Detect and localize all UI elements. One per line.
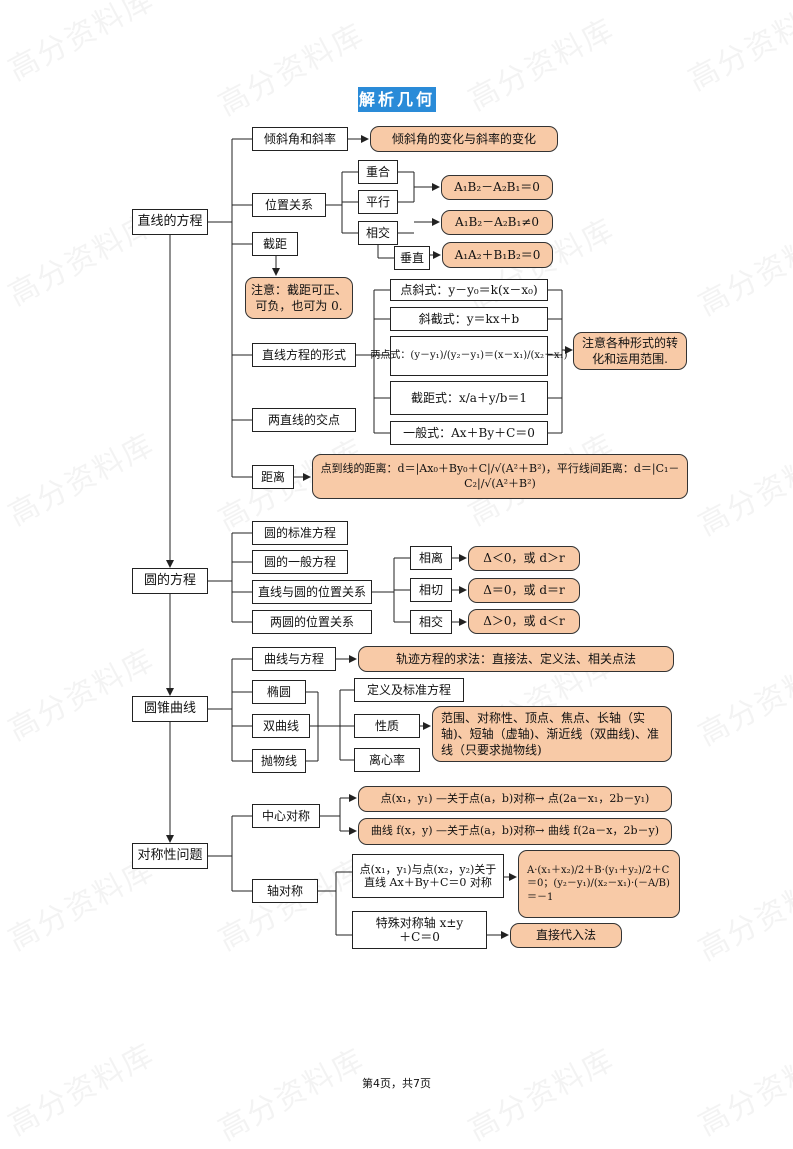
node-properties: 性质 xyxy=(354,714,420,738)
page-title: 解析几何 xyxy=(358,87,436,112)
node-circle-standard: 圆的标准方程 xyxy=(252,521,348,545)
node-line-forms: 直线方程的形式 xyxy=(252,343,356,367)
node-line-circle: 直线与圆的位置关系 xyxy=(252,580,372,604)
note-intercept: 注意：截距可正、可负，也可为 0. xyxy=(245,277,353,319)
node-intersect: 相交 xyxy=(358,221,398,245)
connector-lines xyxy=(166,135,573,939)
node-special-axis: 特殊对称轴 x±y＋C＝0 xyxy=(352,911,487,949)
root-line-equation: 直线的方程 xyxy=(132,209,208,235)
node-definition: 定义及标准方程 xyxy=(354,678,464,702)
form-two-point: 两点式：(y－y₁)/(y₂－y₁)＝(x－x₁)/(x₂－x₁) xyxy=(370,336,568,376)
node-coincide: 重合 xyxy=(358,160,398,184)
page-footer: 第4页，共7页 xyxy=(362,1077,431,1090)
root-symmetry: 对称性问题 xyxy=(132,843,208,869)
note-perpendicular-condition: A₁A₂＋B₁B₂＝0 xyxy=(442,242,553,268)
note-trajectory-methods: 轨迹方程的求法：直接法、定义法、相关点法 xyxy=(358,646,674,672)
node-cross: 相交 xyxy=(410,610,452,634)
node-curve-equation: 曲线与方程 xyxy=(252,647,336,671)
note-cross-condition: Δ＞0，或 d＜r xyxy=(468,609,580,634)
node-perpendicular: 垂直 xyxy=(394,246,430,270)
node-separate: 相离 xyxy=(410,546,452,570)
note-direct-substitution: 直接代入法 xyxy=(510,923,622,948)
note-tangent-condition: Δ＝0，或 d＝r xyxy=(468,578,580,603)
note-properties: 范围、对称性、顶点、焦点、长轴（实轴)、短轴（虚轴)、渐近线（双曲线)、准线（只… xyxy=(432,706,672,762)
node-parallel: 平行 xyxy=(358,190,398,214)
root-conic: 圆锥曲线 xyxy=(132,696,208,722)
node-parabola: 抛物线 xyxy=(252,749,306,773)
form-point-slope: 点斜式：y－y₀＝k(x－x₀) xyxy=(390,279,548,301)
note-central-curve: 曲线 f(x，y) —关于点(a，b)对称→ 曲线 f(2a－x，2b－y) xyxy=(358,818,672,845)
note-parallel-condition: A₁B₂－A₂B₁＝0 xyxy=(441,175,553,200)
node-distance: 距离 xyxy=(252,465,294,489)
node-central-symmetry: 中心对称 xyxy=(252,804,320,828)
node-circle-general: 圆的一般方程 xyxy=(252,550,348,574)
node-axial-symmetry: 轴对称 xyxy=(252,879,318,903)
node-tangent: 相切 xyxy=(410,578,452,602)
node-intersection-point: 两直线的交点 xyxy=(252,408,356,432)
node-position: 位置关系 xyxy=(252,193,326,217)
note-intersect-condition: A₁B₂－A₂B₁≠0 xyxy=(441,210,553,235)
node-incline-slope: 倾斜角和斜率 xyxy=(252,127,348,151)
root-circle-equation: 圆的方程 xyxy=(132,568,208,594)
node-ellipse: 椭圆 xyxy=(252,680,306,704)
note-central-point: 点(x₁，y₁) —关于点(a，b)对称→ 点(2a－x₁，2b－y₁) xyxy=(358,786,672,812)
node-two-circles: 两圆的位置关系 xyxy=(252,610,372,634)
node-axial-points: 点(x₁，y₁)与点(x₂，y₂)关于直线 Ax＋By＋C＝0 对称 xyxy=(352,854,504,898)
note-axial-system: A·(x₁＋x₂)/2＋B·(y₁＋y₂)/2＋C＝0；(y₂－y₁)/(x₂－… xyxy=(518,850,680,918)
form-intercept: 截距式：x/a＋y/b＝1 xyxy=(390,381,548,415)
node-intercept: 截距 xyxy=(252,232,298,256)
node-hyperbola: 双曲线 xyxy=(252,714,310,738)
node-eccentricity: 离心率 xyxy=(354,748,420,772)
note-separate-condition: Δ＜0，或 d＞r xyxy=(468,546,580,571)
form-general: 一般式：Ax＋By＋C＝0 xyxy=(390,421,548,445)
note-distance-formulas: 点到线的距离：d＝|Ax₀＋By₀＋C|/√(A²＋B²)，平行线间距离：d＝|… xyxy=(312,454,688,499)
form-slope-intercept: 斜截式：y＝kx＋b xyxy=(390,307,548,331)
note-incline-change: 倾斜角的变化与斜率的变化 xyxy=(370,126,558,152)
note-forms: 注意各种形式的转化和运用范围. xyxy=(573,332,687,370)
